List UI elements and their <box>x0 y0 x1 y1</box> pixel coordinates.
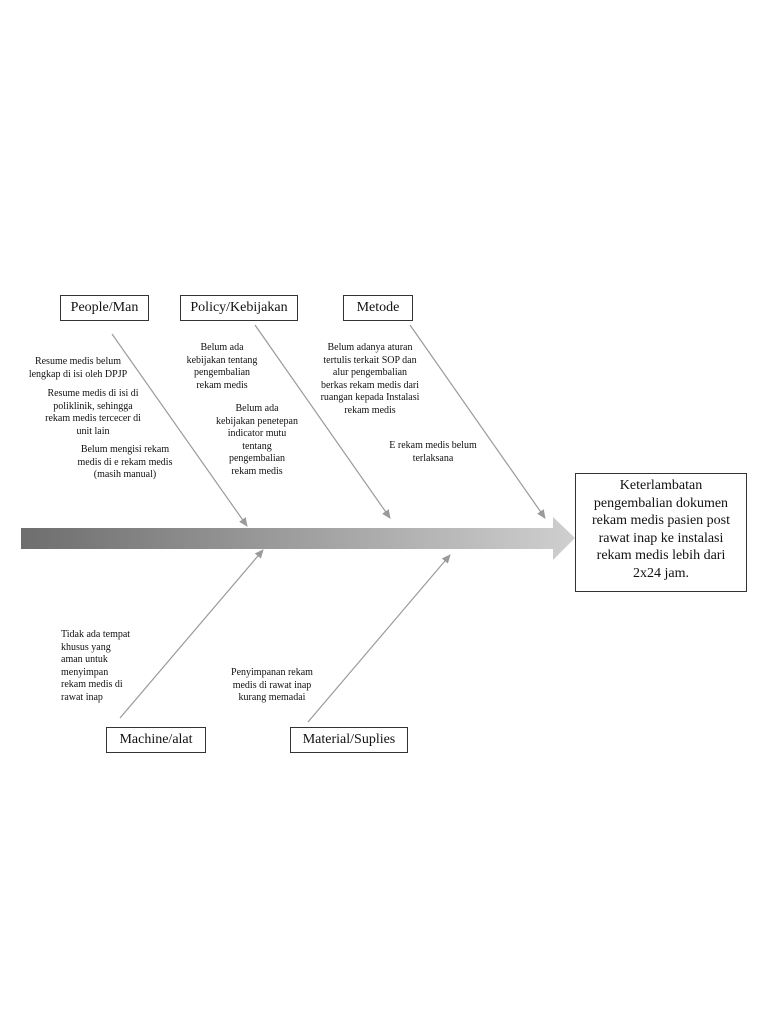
cause-machine-1: Tidak ada tempat khusus yang aman untuk … <box>61 629 131 703</box>
category-policy: Policy/Kebijakan <box>180 295 298 321</box>
cause-method-2: E rekam medis belum terlaksana <box>389 440 477 464</box>
cause-material-1: Penyimpanan rekam medis di rawat inap ku… <box>231 667 313 703</box>
bone-method <box>409 324 546 519</box>
spine-arrow <box>21 517 575 560</box>
cause-people-2: Resume medis di isi di poliklinik, sehin… <box>45 388 141 437</box>
effect-box: Keterlambatan pengembalian dokumen rekam… <box>575 473 747 592</box>
cause-people-3: Belum mengisi rekam medis di e rekam med… <box>77 444 173 480</box>
cause-people-1: Resume medis belum lengkap di isi oleh D… <box>28 356 128 380</box>
category-machine: Machine/alat <box>106 727 206 753</box>
bone-machine <box>119 549 264 719</box>
bone-policy <box>254 324 391 519</box>
category-people: People/Man <box>60 295 149 321</box>
cause-method-1: Belum adanya aturan tertulis terkait SOP… <box>320 342 420 416</box>
cause-policy-2: Belum ada kebijakan penetepan indicator … <box>216 403 298 477</box>
category-material: Material/Suplies <box>290 727 408 753</box>
bone-people <box>111 333 248 527</box>
category-method: Metode <box>343 295 413 321</box>
cause-policy-1: Belum ada kebijakan tentang pengembalian… <box>186 342 258 391</box>
bone-material <box>307 554 451 723</box>
